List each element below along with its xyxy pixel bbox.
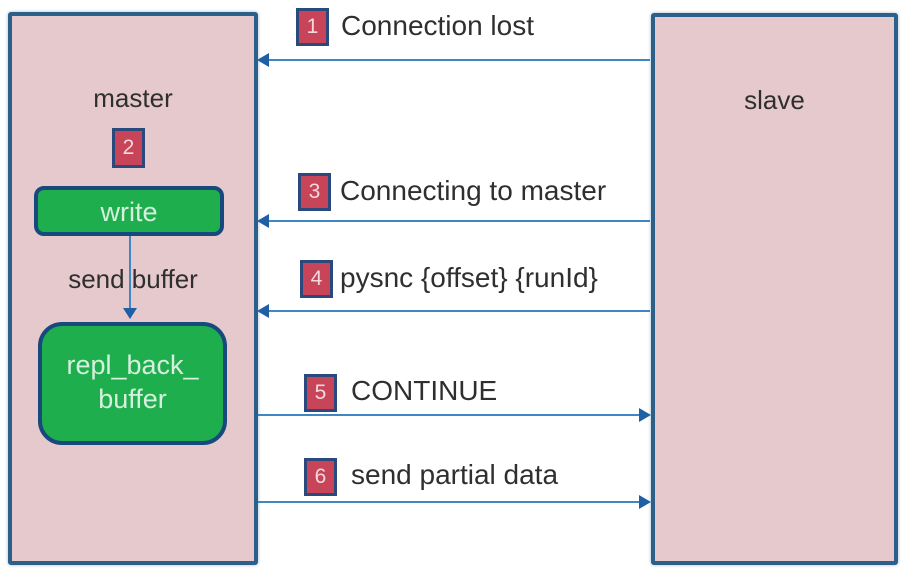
- master-step-badge: 2: [112, 128, 145, 168]
- repl-back-buffer-label-line1: repl_back_: [66, 350, 199, 380]
- write-box: write: [34, 186, 224, 236]
- message-4-label: pysnc {offset} {runId}: [340, 262, 598, 293]
- message-6-arrow: [258, 501, 639, 503]
- message-3-arrow: [268, 220, 650, 222]
- master-node: [8, 12, 258, 565]
- down-arrowhead-icon: [123, 308, 137, 319]
- message-1-label: Connection lost: [341, 10, 535, 41]
- left-arrowhead-icon: [257, 53, 269, 67]
- left-arrowhead-icon: [257, 214, 269, 228]
- message-3-badge: 3: [298, 173, 331, 211]
- write-to-buffer-arrow: [129, 236, 131, 310]
- slave-node-label: slave: [744, 85, 805, 115]
- message-3-label: Connecting to master: [340, 175, 607, 206]
- slave-node: [651, 13, 898, 565]
- right-arrowhead-icon: [639, 408, 651, 422]
- message-6-badge: 6: [304, 458, 337, 496]
- send-buffer-label: send buffer: [68, 264, 198, 294]
- repl-back-buffer-box: repl_back_ buffer: [38, 322, 227, 445]
- message-6-label: send partial data: [351, 459, 559, 490]
- message-5-badge: 5: [304, 374, 337, 412]
- right-arrowhead-icon: [639, 495, 651, 509]
- message-5-arrow: [258, 414, 639, 416]
- left-arrowhead-icon: [257, 304, 269, 318]
- message-5-label: CONTINUE: [351, 375, 498, 406]
- message-1-badge: 1: [296, 8, 329, 46]
- message-1-arrow: [268, 59, 650, 61]
- message-4-badge: 4: [300, 260, 333, 298]
- repl-back-buffer-label-line2: buffer: [98, 384, 167, 414]
- master-node-label: master: [93, 83, 173, 113]
- message-4-arrow: [268, 310, 650, 312]
